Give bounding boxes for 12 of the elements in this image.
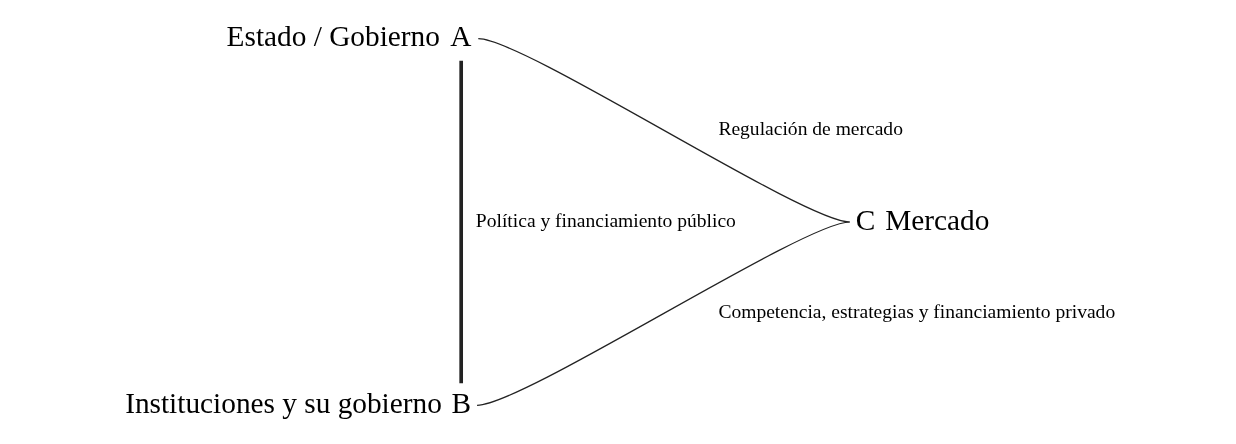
- connector: [475, 221, 850, 406]
- node-text: A: [449, 20, 471, 53]
- node-label: Instituciones y su gobierno: [124, 386, 442, 419]
- connector: [477, 38, 850, 223]
- edge-label: Competencia, estrategias y financiamiento privado: [717, 301, 1115, 323]
- node-label: Mercado: [884, 203, 989, 236]
- node-text: C: [855, 203, 875, 236]
- node-text: B: [450, 386, 471, 419]
- node-label: Estado / Gobierno: [226, 20, 440, 53]
- edge-label: Regulación de mercado: [717, 118, 903, 139]
- connector: [458, 60, 463, 384]
- edge-label: Política y financiamiento público: [475, 209, 736, 231]
